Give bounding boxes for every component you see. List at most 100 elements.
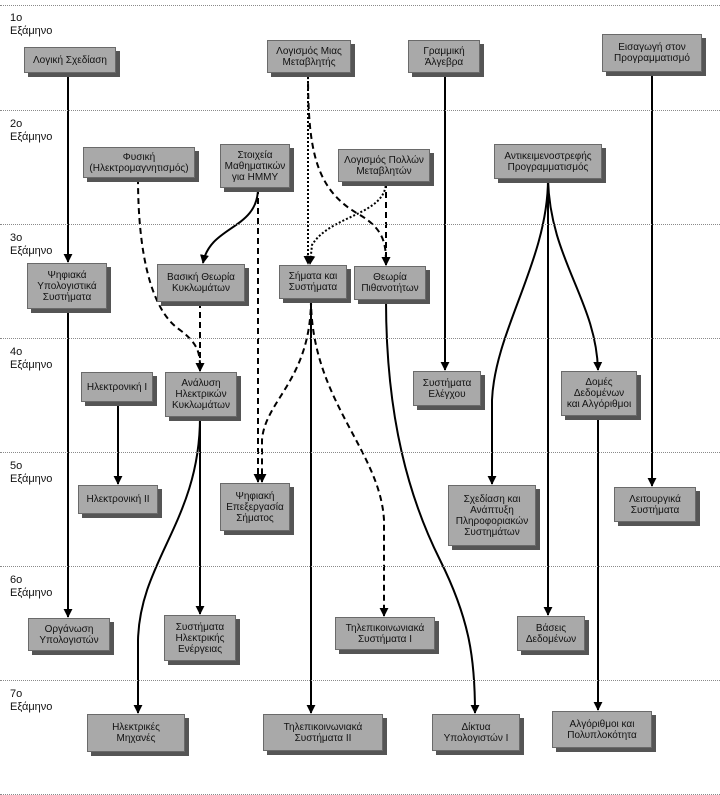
course-label-line: Ψηφιακά (47, 269, 87, 281)
semester-number: 1ο (10, 12, 23, 24)
semester-number: 7ο (10, 688, 23, 700)
course-label-line: Μαθηματικών (224, 160, 286, 172)
semester-number: 2ο (10, 118, 23, 130)
course-label-line: Συστήματα (42, 291, 92, 303)
semester-number: 3ο (10, 232, 23, 244)
semester-divider (0, 680, 720, 681)
course-label-line: Εισαγωγή στον (618, 42, 686, 53)
course-box-ilektroniki1: Ηλεκτρονική Ι (81, 372, 153, 402)
course-label-line: Βασική Θεωρία (167, 272, 235, 283)
course-label-line: Κυκλωμάτων (172, 283, 230, 294)
course-label-line: Λογισμός Πολλών (344, 154, 424, 166)
course-label-line: και Αλγόριθμοι (566, 399, 632, 410)
course-label-line: Σήματα και (288, 271, 338, 282)
course-label-line: Συστήματα (630, 504, 680, 516)
edge-logismos1-pithanotites (307, 72, 391, 266)
semester-number: 4ο (10, 346, 23, 358)
course-label-line: Πιθανοτήτων (361, 283, 419, 294)
course-label-line: Δεδομένων (573, 388, 625, 399)
course-label-line: Μεταβλητών (356, 165, 412, 177)
course-label-line: Μεταβλητής (282, 56, 336, 68)
course-label-line: Δομές (585, 377, 613, 388)
semester-divider (0, 224, 720, 225)
semester-word: Εξάμηνο (10, 131, 53, 143)
course-label-line: Άλγεβρα (424, 56, 464, 68)
semester-word: Εξάμηνο (10, 245, 53, 257)
course-label-line: Πληροφοριακών (455, 515, 529, 527)
course-label-line: Λογισμός Μιας (276, 45, 342, 57)
semester-word: Εξάμηνο (10, 25, 53, 37)
course-label-line: (Ηλεκτρομαγνητισμός) (89, 162, 189, 174)
course-label-line: Υπολογιστών (39, 634, 99, 646)
course-label-line: Στοιχεία (237, 149, 273, 161)
course-label-line: Συστήματα (422, 377, 472, 389)
course-label-line: Λογική Σχεδίαση (33, 54, 107, 66)
course-label-line: Επεξεργασία (226, 501, 284, 513)
course-label-line: Ανάλυση (181, 378, 221, 389)
edge-antikeimeno-sxediasi (487, 178, 549, 485)
course-label-line: Πολυπλοκότητα (567, 729, 637, 741)
course-label-line: Συστήματα ΙΙ (294, 732, 352, 744)
course-label-line: Τηλεπικοινωνιακά (283, 721, 363, 733)
edge-pithanotites-diktya (385, 299, 480, 714)
course-label-line: Συστήματα Ι (357, 633, 413, 645)
semester-divider (0, 110, 720, 111)
course-label-line: Βάσεις (535, 622, 567, 634)
course-label-line: Ηλεκτρονική Ι (86, 381, 148, 393)
semester-divider (0, 5, 720, 6)
course-label-line: Δεδομένων (525, 633, 577, 645)
course-label-line: Ηλεκτρονική ΙΙ (86, 494, 150, 505)
course-label-line: Ηλεκτρικών (175, 389, 227, 400)
semester-word: Εξάμηνο (10, 359, 53, 371)
course-label-line: Συστημάτων (464, 526, 520, 538)
course-label-line: Αντικειμενοστρεφής (504, 150, 592, 162)
course-label-line: Ηλεκτρικής (175, 632, 225, 644)
course-label-line: Υπολογιστών Ι (443, 732, 509, 744)
course-label-line: Οργάνωση (44, 623, 94, 635)
course-label-line: Δίκτυα (461, 721, 491, 733)
course-label-line: Ανάπτυξη (470, 504, 514, 516)
edge-fysiki-analysi (137, 177, 205, 372)
course-label-line: Φυσική (122, 151, 156, 163)
course-box-logiki: Λογική Σχεδίαση (24, 47, 116, 73)
course-box-ilektroniki2: Ηλεκτρονική ΙΙ (78, 485, 158, 514)
course-box-fysiki: Φυσική(Ηλεκτρομαγνητισμός) (83, 147, 195, 178)
course-label-line: Θεωρία (373, 272, 407, 283)
semester-number: 5ο (10, 460, 23, 472)
course-label-line: Αλγόριθμοι και (569, 718, 635, 730)
course-label-line: Προγραμματισμός (507, 161, 589, 173)
course-label-line: Ενέργειας (177, 643, 223, 655)
semester-word: Εξάμηνο (10, 473, 53, 485)
course-label-line: Τηλεπικοινωνιακά (345, 622, 425, 634)
course-label-line: Σήματος (236, 512, 274, 524)
semester-word: Εξάμηνο (10, 701, 53, 713)
course-label-line: Συστήματα (175, 621, 225, 633)
course-label-line: Γραμμική (423, 45, 465, 57)
edge-simata-tilepik1 (310, 298, 389, 617)
course-label-line: Ψηφιακή (235, 490, 275, 502)
